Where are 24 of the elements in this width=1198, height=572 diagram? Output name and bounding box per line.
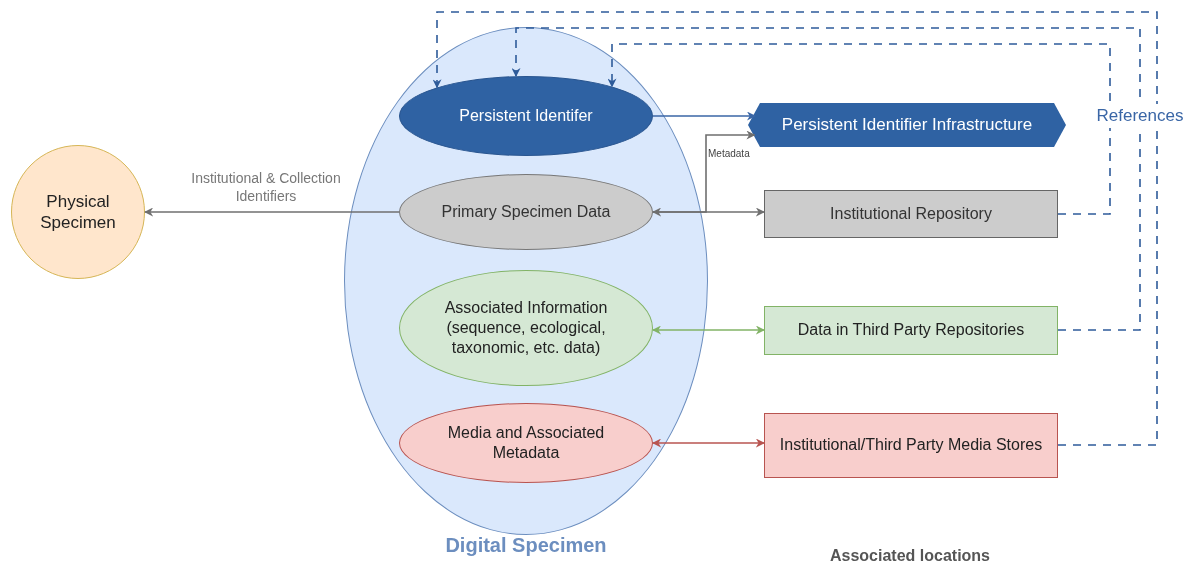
node-label: Physical Specimen [39, 190, 117, 234]
edge-label: Metadata [708, 148, 751, 161]
media-store-box [764, 412, 1058, 478]
node-label: Media and Associated Metadata [446, 423, 606, 463]
node-label: Primary Specimen Data [441, 202, 611, 222]
arrow [652, 325, 765, 335]
dashed-arrow [511, 27, 1141, 331]
dashed-arrow [432, 11, 1158, 446]
arrow [144, 207, 400, 217]
node-label: Persistent Identifier Infrastructure [781, 114, 1033, 136]
node-label: Persistent Identifer [459, 106, 593, 126]
repository-box [764, 305, 1058, 355]
group-heading: Digital Specimen [444, 534, 608, 557]
node-label: Associated Information (sequence, ecological, taxonomic, etc. data) [443, 298, 609, 358]
repository-box [764, 190, 1058, 238]
dashed-arrow [607, 43, 1111, 215]
edge-label: Institutional & Collection Identifiers [190, 170, 342, 205]
node-label: Institutional/Third Party Media Stores [779, 435, 1043, 455]
node-label: Institutional Repository [830, 204, 992, 224]
arrow [652, 111, 756, 121]
arrow [652, 207, 765, 217]
section-label: Associated locations [828, 546, 991, 566]
arrow [652, 438, 765, 448]
node-label: Data in Third Party Repositories [797, 320, 1025, 340]
